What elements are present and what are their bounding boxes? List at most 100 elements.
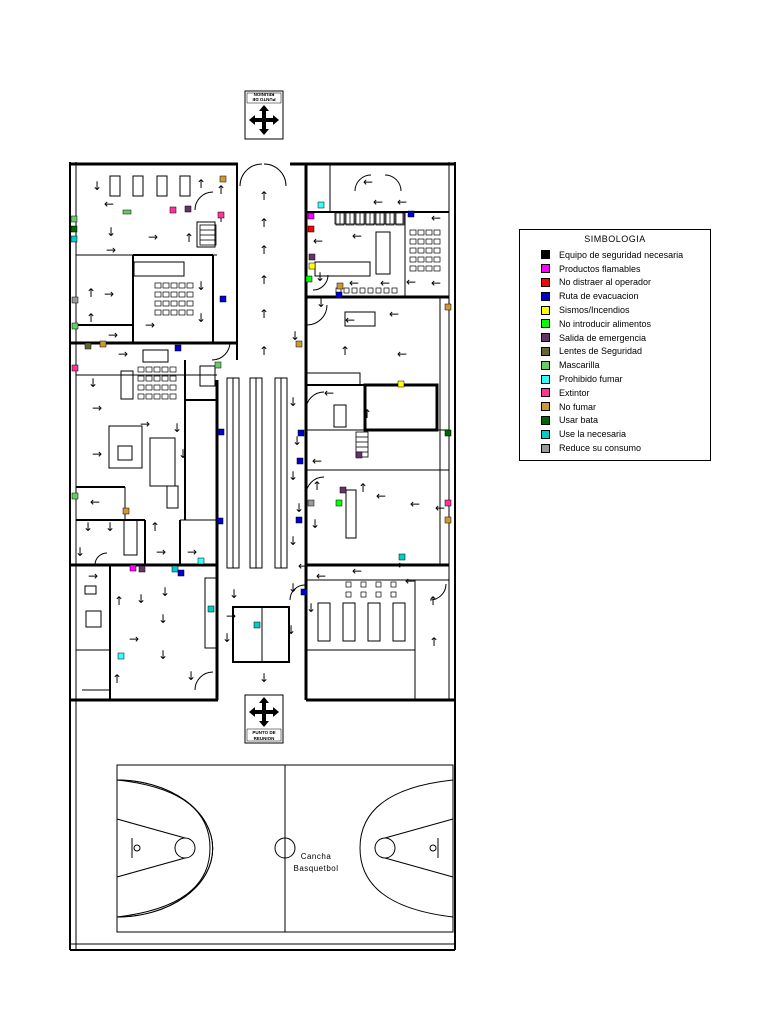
svg-text:←: ←	[345, 313, 355, 327]
legend-item: Use la necesaria	[520, 427, 710, 441]
svg-text:←: ←	[363, 175, 373, 189]
svg-text:←: ←	[431, 211, 441, 225]
svg-text:↑: ↑	[259, 189, 269, 203]
svg-text:→: →	[88, 569, 98, 583]
svg-text:↓: ↓	[222, 631, 232, 645]
legend-swatch	[541, 291, 550, 301]
svg-text:←: ←	[373, 195, 383, 209]
legend-swatch	[541, 402, 550, 412]
svg-text:↓: ↓	[229, 587, 239, 601]
svg-text:↑: ↑	[340, 344, 350, 358]
svg-text:→: →	[108, 328, 118, 342]
svg-text:↑: ↑	[259, 216, 269, 230]
legend-item: Usar bata	[520, 414, 710, 428]
court-label-line2: Basquetbol	[293, 864, 338, 873]
meeting-point-sign-bottom	[244, 694, 284, 744]
legend-item: No fumar	[520, 400, 710, 414]
corridor-shelves	[226, 377, 288, 569]
svg-text:↓: ↓	[288, 534, 298, 548]
legend-swatch	[541, 305, 550, 315]
svg-text:←: ←	[90, 495, 100, 509]
svg-text:↓: ↓	[290, 329, 300, 343]
legend-label: Extintor	[559, 387, 590, 398]
svg-text:←: ←	[312, 454, 322, 468]
svg-text:↑: ↑	[428, 594, 438, 608]
legend-label: Ruta de evacuacion	[559, 291, 639, 302]
legend-swatch	[541, 360, 550, 370]
svg-text:←: ←	[376, 489, 386, 503]
svg-text:←: ←	[397, 347, 407, 361]
svg-text:↓: ↓	[158, 648, 168, 662]
legend-swatch	[541, 346, 550, 356]
svg-text:↓: ↓	[292, 434, 302, 448]
legend-label: Productos flamables	[559, 263, 641, 274]
svg-text:↓: ↓	[75, 545, 85, 559]
svg-text:↑: ↑	[259, 273, 269, 287]
legend-swatch	[541, 250, 550, 260]
legend-swatch	[541, 443, 550, 453]
svg-text:←: ←	[316, 569, 326, 583]
svg-text:↓: ↓	[288, 469, 298, 483]
svg-text:↑: ↑	[358, 481, 368, 495]
svg-text:→: →	[106, 243, 116, 257]
legend-item: Reduce su consumo	[520, 441, 710, 455]
svg-text:←: ←	[397, 195, 407, 209]
legend-item: No introducir alimentos	[520, 317, 710, 331]
legend-label: Use la necesaria	[559, 429, 627, 440]
meeting-point-label-bottom: PUNTO DE REUNION	[252, 730, 275, 741]
meeting-point-top-line2: REUNION	[254, 92, 275, 97]
svg-text:↓: ↓	[158, 612, 168, 626]
legend-item: Lentes de Seguridad	[520, 345, 710, 359]
svg-text:↓: ↓	[286, 623, 296, 637]
legend-label: No introducir alimentos	[559, 318, 652, 329]
svg-text:←: ←	[380, 276, 390, 290]
svg-text:↑: ↑	[362, 407, 372, 421]
svg-text:↑: ↑	[86, 311, 96, 325]
svg-text:↓: ↓	[105, 520, 115, 534]
svg-text:→: →	[140, 417, 150, 431]
meeting-point-label-top: PUNTO DE REUNION	[252, 92, 275, 102]
svg-text:←: ←	[410, 497, 420, 511]
svg-text:↑: ↑	[184, 231, 194, 245]
legend-label: No fumar	[559, 401, 597, 412]
legend-item: Extintor	[520, 386, 710, 400]
meeting-point-bottom-line1: PUNTO DE	[252, 730, 275, 735]
svg-text:←: ←	[298, 559, 308, 573]
svg-text:↓: ↓	[92, 179, 102, 193]
meeting-point-top-line1: PUNTO DE	[252, 97, 275, 102]
svg-text:←: ←	[352, 229, 362, 243]
evacuation-arrows: ↓ ← ↑ → ↓ → ↑ ↑ → ↓ ↑ → → ↓ → ↓ → → → ↓ …	[75, 175, 445, 686]
svg-text:→: →	[156, 545, 166, 559]
svg-text:→: →	[148, 230, 158, 244]
svg-text:↑: ↑	[112, 672, 122, 686]
svg-text:→: →	[226, 609, 236, 623]
svg-text:↓: ↓	[288, 395, 298, 409]
svg-text:↓: ↓	[172, 421, 182, 435]
svg-text:←: ←	[406, 275, 416, 289]
svg-text:↑: ↑	[259, 344, 269, 358]
legend-item: Sismos/Incendios	[520, 303, 710, 317]
svg-text:→: →	[118, 347, 128, 361]
svg-text:→: →	[104, 287, 114, 301]
meeting-point-bottom-line2: REUNION	[254, 736, 275, 741]
svg-text:↓: ↓	[83, 520, 93, 534]
stairs	[199, 211, 404, 458]
symbology-legend: SIMBOLOGIA Equipo de seguridad necesaria…	[519, 229, 711, 461]
svg-text:→: →	[145, 318, 155, 332]
legend-swatch	[541, 429, 550, 439]
svg-text:←: ←	[389, 307, 399, 321]
svg-text:↓: ↓	[88, 376, 98, 390]
svg-text:↓: ↓	[315, 270, 325, 284]
legend-swatch	[541, 415, 550, 425]
legend-title: SIMBOLOGIA	[584, 234, 646, 244]
svg-text:←: ←	[324, 386, 334, 400]
safety-sign-markers	[70, 175, 452, 660]
legend-swatch	[541, 264, 550, 274]
svg-text:→: →	[129, 632, 139, 646]
svg-text:↑: ↑	[312, 479, 322, 493]
svg-text:↓: ↓	[259, 671, 269, 685]
svg-text:↓: ↓	[306, 601, 316, 615]
legend-item: Equipo de seguridad necesaria	[520, 248, 710, 262]
legend-label: Equipo de seguridad necesaria	[559, 249, 684, 260]
